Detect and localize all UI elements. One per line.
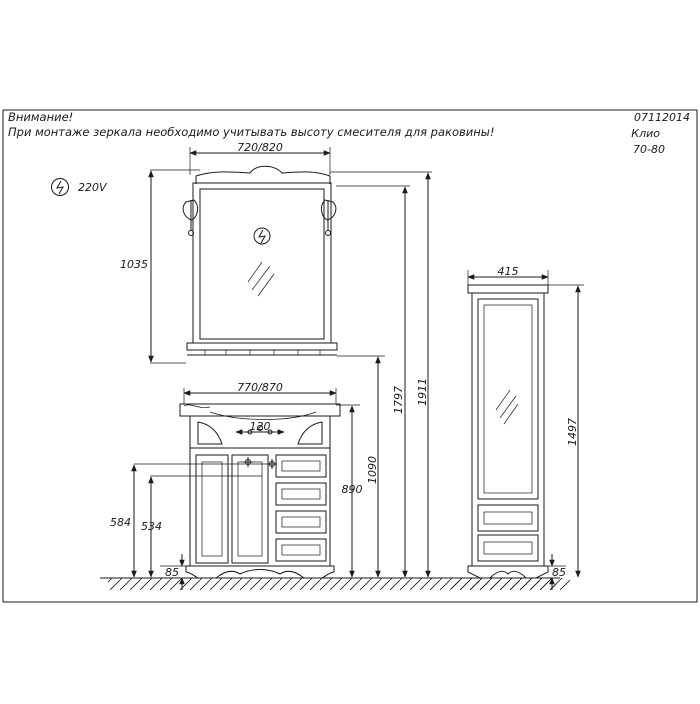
dim-overall-top: 1911 xyxy=(416,378,429,406)
cold-water-marker xyxy=(243,457,253,467)
dim-tap-spacing: 120 xyxy=(250,420,271,433)
dim-water-hot: 584 xyxy=(110,516,131,529)
dim-vanity-total: 1090 xyxy=(366,456,379,484)
dim-column-height: 1497 xyxy=(566,418,579,446)
floor-right xyxy=(452,578,570,590)
product-code: 07112014 xyxy=(634,111,690,124)
dim-mirror-top: 1797 xyxy=(392,386,405,414)
dim-vanity-height: 890 xyxy=(342,483,363,496)
power-label: 220V xyxy=(78,181,108,194)
dim-vanity-width: 770/870 xyxy=(237,381,283,394)
dim-mirror-height: 1035 xyxy=(120,258,148,271)
lamp-left xyxy=(182,199,199,236)
hot-water-marker xyxy=(267,459,277,469)
dim-water-cold: 534 xyxy=(141,520,162,533)
dim-column-plinth: 85 xyxy=(552,566,566,579)
product-size: 70-80 xyxy=(633,143,665,156)
notice-title: Внимание! xyxy=(8,110,73,124)
dim-plinth-height: 85 xyxy=(165,566,179,579)
notice-text: При монтаже зеркала необходимо учитывать… xyxy=(8,125,494,139)
dim-column-width: 415 xyxy=(498,265,519,278)
mirror xyxy=(186,165,338,356)
dim-mirror-width: 720/820 xyxy=(237,141,283,154)
product-name: Клио xyxy=(631,127,660,140)
lamp-right xyxy=(320,199,337,236)
drawing-border xyxy=(2,109,698,603)
electric-outlet-icon xyxy=(51,178,69,196)
tall-column-cabinet xyxy=(467,284,549,579)
mirror-socket-icon xyxy=(253,227,271,245)
vanity xyxy=(179,403,341,579)
